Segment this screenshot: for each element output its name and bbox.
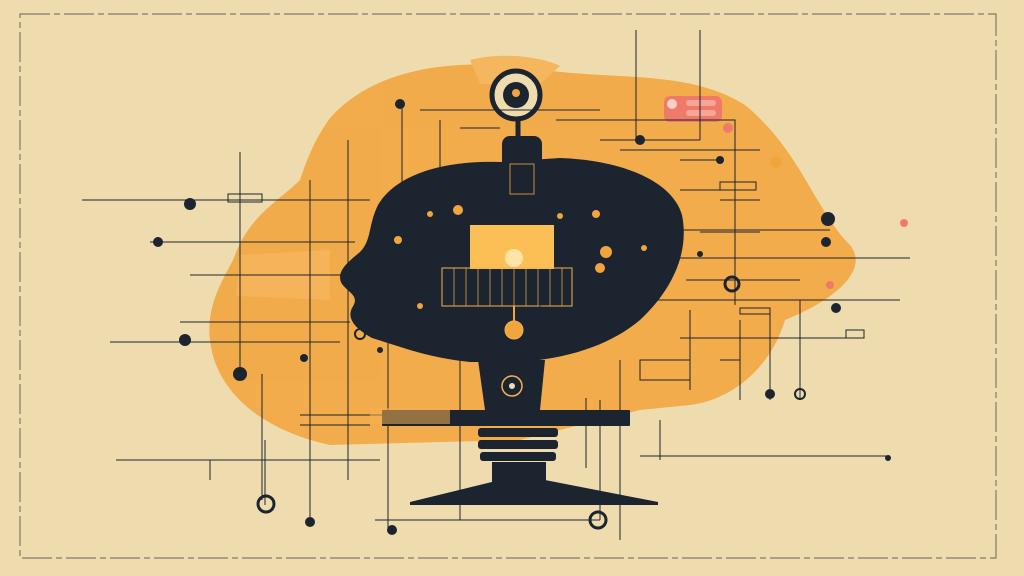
pedestal-base (410, 480, 658, 505)
chip-grid (441, 267, 573, 307)
tower-eye-pupil (512, 89, 520, 97)
pedestal-ring-2 (478, 440, 558, 449)
head-tower (489, 68, 543, 196)
circuit-wires (82, 30, 910, 540)
hatch-strip (370, 408, 450, 424)
pedestal-ring-3 (480, 452, 556, 461)
gadget-boxes (227, 181, 865, 381)
head-dots (394, 205, 647, 309)
pedestal-ring-1 (478, 428, 558, 437)
accent-nodes (600, 123, 908, 289)
paper-border (19, 13, 997, 559)
tower-body (502, 136, 542, 196)
tower-slot (509, 163, 535, 195)
circuit-nodes (153, 99, 891, 535)
short-wires (300, 159, 900, 426)
chip-node (504, 320, 524, 340)
chip-light (505, 249, 523, 267)
pedestal-stem (492, 462, 546, 484)
chip-grid-lines (453, 268, 563, 306)
neck-dial-dot (509, 383, 515, 389)
neck-dial (501, 375, 523, 397)
coral-tag (664, 96, 722, 122)
core-chip (441, 225, 573, 340)
